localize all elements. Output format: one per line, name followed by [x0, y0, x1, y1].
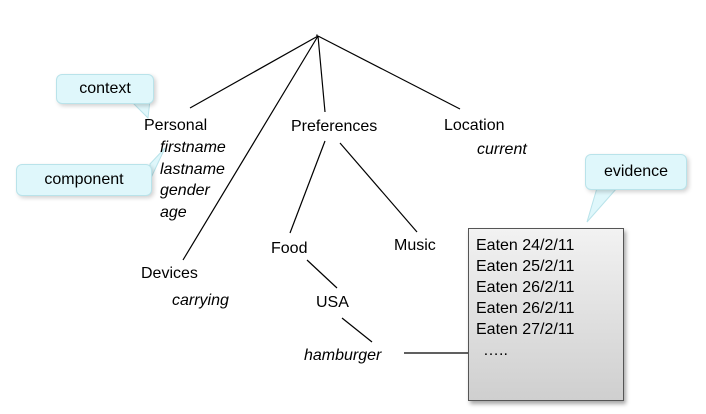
- edge-preferences-music: [339, 142, 418, 233]
- edge-food-usa: [306, 259, 338, 289]
- attr-gender: gender: [160, 182, 210, 199]
- attr-current: current: [477, 141, 527, 158]
- attr-carrying: carrying: [172, 292, 229, 309]
- root-node: .: [315, 23, 319, 39]
- component-callout: component: [16, 164, 152, 196]
- evidence-item: Eaten 27/2/11: [476, 321, 575, 338]
- node-location: Location: [444, 117, 505, 134]
- evidence-box: Eaten 24/2/11 Eaten 25/2/11 Eaten 26/2/1…: [468, 228, 624, 401]
- node-music: Music: [394, 237, 436, 254]
- edge-root-personal: [189, 35, 319, 109]
- attr-hamburger: hamburger: [304, 347, 382, 364]
- node-food: Food: [271, 240, 308, 257]
- attr-lastname: lastname: [160, 160, 225, 178]
- node-usa: USA: [316, 294, 349, 311]
- evidence-item-ellipsis: …..: [483, 342, 508, 359]
- evidence-item: Eaten 25/2/11: [476, 258, 575, 275]
- evidence-item: Eaten 26/2/11: [476, 300, 575, 317]
- component-callout-label: component: [44, 171, 124, 188]
- evidence-list: Eaten 24/2/11 Eaten 25/2/11 Eaten 26/2/1…: [476, 235, 574, 361]
- edge-root-location: [317, 35, 461, 110]
- context-callout: context: [56, 74, 154, 104]
- evidence-item: Eaten 24/2/11: [476, 237, 575, 254]
- edge-root-preferences: [317, 35, 326, 113]
- attr-age: age: [160, 203, 187, 221]
- attr-firstname: firstname: [160, 139, 226, 156]
- personal-attributes: firstname lastname gender age: [160, 137, 226, 223]
- node-devices: Devices: [141, 265, 198, 282]
- evidence-callout-tail: [586, 187, 619, 223]
- context-callout-label: context: [79, 80, 131, 97]
- evidence-callout: evidence: [585, 154, 687, 190]
- edge-preferences-food: [289, 140, 326, 234]
- edge-root-devices: [182, 35, 319, 261]
- evidence-item: Eaten 26/2/11: [476, 279, 575, 296]
- edge-usa-hamburger: [341, 317, 373, 343]
- evidence-callout-label: evidence: [603, 163, 669, 180]
- node-preferences: Preferences: [291, 118, 378, 135]
- node-personal: Personal: [144, 117, 208, 134]
